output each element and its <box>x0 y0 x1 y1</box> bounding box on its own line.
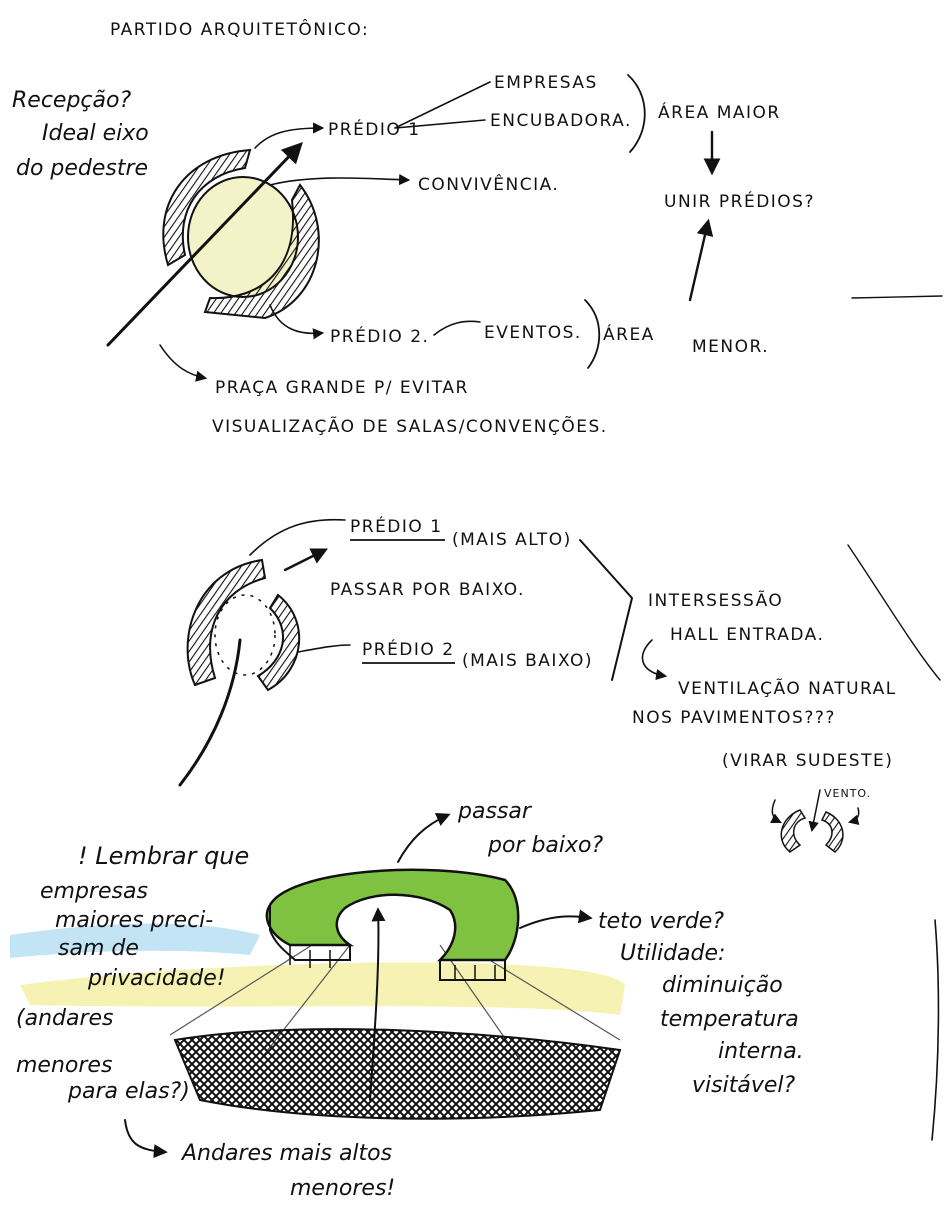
label-virar: (VIRAR SUDESTE) <box>722 751 893 771</box>
label-encubadora: ENCUBADORA. <box>490 111 632 131</box>
label-mais-baixo: (MAIS BAIXO) <box>462 651 593 671</box>
margin-line-2 <box>848 545 940 680</box>
label-predio1-b: PRÉDIO 1 <box>350 515 443 537</box>
line-predio1 <box>250 520 345 555</box>
label-por-baixo: por baixo? <box>487 833 604 858</box>
label-menores: menores <box>16 1053 112 1078</box>
arrow-teto-verde <box>520 916 590 928</box>
arrow-andares-altos <box>125 1120 165 1152</box>
label-predio1: PRÉDIO 1 <box>328 118 421 140</box>
line-eventos <box>434 321 480 335</box>
title: PARTIDO ARQUITETÔNICO: <box>110 18 369 40</box>
sketch-3: passar por baixo? ! Lembrar que empresas… <box>10 799 938 1201</box>
line-predio2 <box>298 645 350 652</box>
label-eventos: EVENTOS. <box>484 323 582 343</box>
label-passar: PASSAR POR BAIXO. <box>330 580 525 600</box>
note-recepcao-pedestre: do pedestre <box>16 156 148 181</box>
sketch-1: PARTIDO ARQUITETÔNICO: Recepção? Ideal e… <box>12 18 942 437</box>
label-passar: passar <box>457 799 533 824</box>
arrow-passar-baixo <box>398 815 448 862</box>
plaza-dashed <box>215 595 275 675</box>
label-sam-de: sam de <box>58 936 139 961</box>
arrow-convivencia <box>270 178 408 185</box>
plan-sketch-2 <box>180 520 350 785</box>
label-convivencia: CONVIVÊNCIA. <box>418 173 559 195</box>
arrow-passar <box>285 550 325 570</box>
arrow-ventilacao <box>642 640 665 676</box>
label-andares: (andares <box>16 1006 114 1031</box>
note-recepcao-eixo: Ideal eixo <box>42 121 149 146</box>
arrow-up-unir <box>690 222 708 300</box>
label-empresas: EMPRESAS <box>494 73 598 93</box>
label-praca-1: PRAÇA GRANDE P/ EVITAR <box>215 378 469 398</box>
sketch-2: PRÉDIO 1 (MAIS ALTO) PASSAR POR BAIXO. P… <box>180 515 940 852</box>
label-unir: UNIR PRÉDIOS? <box>664 190 815 212</box>
label-teto-verde: teto verde? <box>598 909 724 934</box>
label-predio2: PRÉDIO 2. <box>330 325 429 347</box>
note-recepcao: Recepção? <box>12 88 131 113</box>
margin-line-3 <box>932 920 938 1140</box>
brace-area-menor <box>585 300 599 368</box>
label-mais-alto: (MAIS ALTO) <box>452 530 572 550</box>
label-intersessao: INTERSESSÃO <box>648 589 783 611</box>
label-empresas: empresas <box>40 879 148 904</box>
label-maiores: maiores preci- <box>55 908 213 933</box>
label-predio2-b: PRÉDIO 2 <box>362 638 455 660</box>
label-area-maior: ÁREA MAIOR <box>658 101 781 123</box>
label-ventilacao-1: VENTILAÇÃO NATURAL <box>678 677 897 699</box>
branch-lines-1 <box>395 82 490 128</box>
label-visitavel: visitável? <box>692 1073 795 1098</box>
label-para-elas: para elas?) <box>67 1079 190 1104</box>
label-temperatura: temperatura <box>660 1007 799 1032</box>
label-andares-altos: Andares mais altos <box>180 1141 392 1166</box>
arrow-praca <box>160 345 205 378</box>
crosshatched-base <box>175 1029 620 1119</box>
label-vento: VENTO. <box>824 787 871 800</box>
label-privacidade: privacidade! <box>87 966 226 991</box>
label-utilidade: Utilidade: <box>620 941 725 966</box>
margin-line-1 <box>852 296 942 298</box>
building-1-hatch-2 <box>188 560 265 685</box>
arrow-predio1 <box>255 128 322 148</box>
label-menor: MENOR. <box>692 337 769 357</box>
label-ventilacao-2: NOS PAVIMENTOS??? <box>632 708 836 728</box>
label-lembrar: ! Lembrar que <box>78 842 249 870</box>
label-diminuicao: diminuição <box>662 973 783 998</box>
label-praca-2: VISUALIZAÇÃO DE SALAS/CONVENÇÕES. <box>212 415 608 437</box>
label-hall: HALL ENTRADA. <box>670 625 824 645</box>
label-menores-excl: menores! <box>290 1176 395 1201</box>
building-2-hatch-2 <box>258 595 299 690</box>
label-interna: interna. <box>718 1039 804 1064</box>
label-area: ÁREA <box>603 323 655 345</box>
